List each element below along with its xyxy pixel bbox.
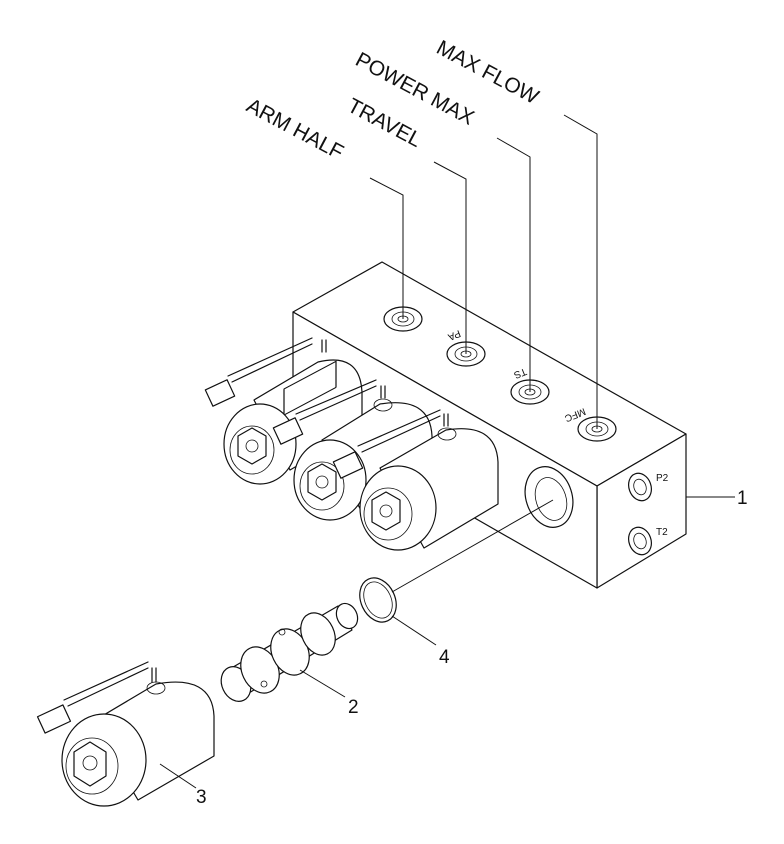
port-label-t2: T2 (656, 527, 668, 538)
mounted-solenoid-front (332, 409, 499, 551)
leader-o-ring-to-bore (391, 499, 554, 593)
port-label-p2: P2 (656, 473, 669, 484)
port-label-pa: PA (446, 327, 462, 342)
leader-part-3 (159, 763, 197, 789)
leader-part-4 (391, 615, 437, 646)
callout-travel: TRAVEL (344, 94, 426, 152)
leader-power-max (496, 137, 531, 392)
callout-arm-half: ARM HALF (243, 94, 348, 164)
o-ring (359, 577, 397, 623)
port-label-ts: TS (512, 365, 528, 380)
part-number-3: 3 (196, 787, 207, 808)
front-port-p2 (628, 472, 652, 502)
part-number-1: 1 (737, 488, 748, 509)
part-number-2: 2 (348, 697, 359, 718)
leader-part-2 (299, 669, 346, 698)
loose-solenoid (36, 661, 215, 807)
leader-travel (433, 161, 467, 354)
leader-max-flow (563, 114, 598, 429)
front-port-t2 (628, 526, 652, 556)
part-number-4: 4 (439, 647, 450, 668)
leader-arm-half (369, 177, 404, 319)
spool (220, 602, 359, 702)
leader-lines (159, 114, 735, 789)
